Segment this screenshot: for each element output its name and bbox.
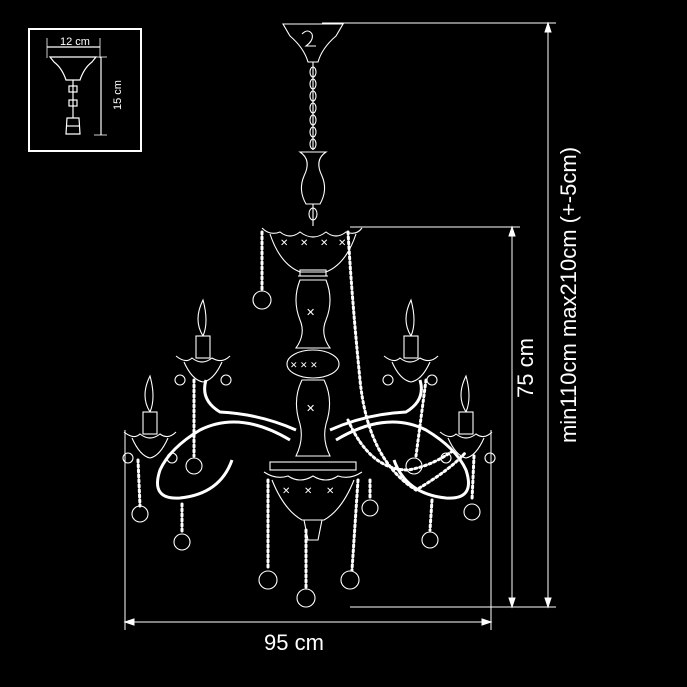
- svg-text:✕: ✕: [306, 403, 315, 415]
- body-height-label: 75 cm: [513, 338, 538, 398]
- svg-text:✕: ✕: [320, 238, 328, 249]
- inset-height-label: 15 cm: [112, 80, 124, 110]
- dimension-lines: [123, 21, 556, 630]
- width-label: 95 cm: [264, 630, 324, 655]
- candle-inner-right: [383, 298, 439, 383]
- svg-text:✕: ✕: [282, 486, 290, 497]
- candle-inner-left: [175, 298, 231, 383]
- svg-text:✕: ✕: [304, 486, 312, 497]
- svg-text:✕ ✕ ✕: ✕ ✕ ✕: [290, 360, 318, 370]
- canopy-inset: [28, 28, 142, 152]
- svg-text:✕: ✕: [306, 307, 315, 319]
- svg-text:✕: ✕: [300, 238, 308, 249]
- svg-text:✕: ✕: [326, 486, 334, 497]
- candle-outer-left: [123, 374, 177, 459]
- inset-width-label: 12 cm: [60, 36, 90, 48]
- svg-text:✕: ✕: [280, 238, 288, 249]
- chandelier: ✕ ✕ ✕ ✕ ✕ ✕ ✕ ✕ ✕ ✕ ✕ ✕: [122, 23, 496, 608]
- total-height-label: min110cm max210cm (+-5cm): [556, 147, 581, 443]
- svg-text:✕: ✕: [338, 238, 346, 249]
- candle-outer-right: [439, 374, 493, 459]
